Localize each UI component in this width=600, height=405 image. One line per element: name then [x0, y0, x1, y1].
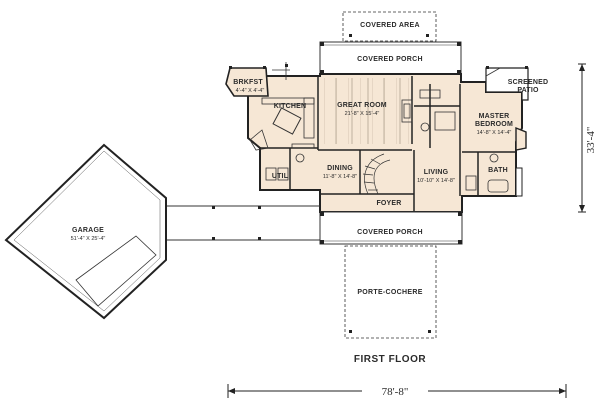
covered-porch-front-label: COVERED PORCH — [357, 229, 423, 236]
foyer-label: FOYER — [376, 200, 401, 207]
porte-cochere-label: PORTE-COCHERE — [357, 289, 422, 296]
master-bedroom-label-2: BEDROOM — [475, 121, 513, 128]
covered-porch-rear: COVERED PORCH — [319, 41, 462, 75]
main-house — [225, 62, 529, 213]
screened-patio-label-2: PATIO — [517, 87, 539, 94]
covered-area-label: COVERED AREA — [360, 22, 420, 29]
garage-label: GARAGE — [72, 227, 104, 234]
porte-cochere: PORTE-COCHERE — [344, 245, 437, 339]
width-dimension-label: 78'-8" — [382, 386, 409, 398]
covered-area: COVERED AREA — [342, 11, 437, 42]
brkfst-size: 4'-4" X 4'-4" — [236, 88, 265, 94]
master-bedroom-size: 14'-8" X 14'-4" — [477, 130, 512, 136]
room-labels: BRKFST 4'-4" X 4'-4" KITCHEN GREAT ROOM … — [233, 79, 548, 207]
covered-porch-front: COVERED PORCH — [319, 211, 463, 245]
great-room-size: 21'-8" X 15'-4" — [345, 111, 380, 117]
garage-size: 51'-4" X 25'-4" — [71, 236, 106, 242]
kitchen-label: KITCHEN — [274, 103, 307, 110]
dining-size: 11'-8" X 14'-8" — [323, 174, 357, 180]
depth-dimension: 33'-4" — [578, 63, 597, 213]
width-dimension: 78'-8" — [227, 384, 567, 398]
covered-porch-rear-label: COVERED PORCH — [357, 56, 423, 63]
master-bedroom-label-1: MASTER — [479, 113, 510, 120]
util-label: UTIL — [272, 173, 289, 180]
garage: GARAGE 51'-4" X 25'-4" — [4, 143, 167, 320]
living-label: LIVING — [424, 169, 449, 176]
living-size: 10'-10" X 14'-8" — [417, 178, 455, 184]
great-room-label: GREAT ROOM — [337, 102, 387, 109]
breezeway — [160, 205, 320, 241]
depth-dimension-label: 33'-4" — [585, 127, 597, 154]
brkfst-label: BRKFST — [233, 79, 263, 86]
bath-label: BATH — [488, 167, 508, 174]
dining-label: DINING — [327, 165, 353, 172]
screened-patio-label-1: SCREENED — [508, 79, 549, 86]
plan-title: FIRST FLOOR — [354, 354, 426, 365]
